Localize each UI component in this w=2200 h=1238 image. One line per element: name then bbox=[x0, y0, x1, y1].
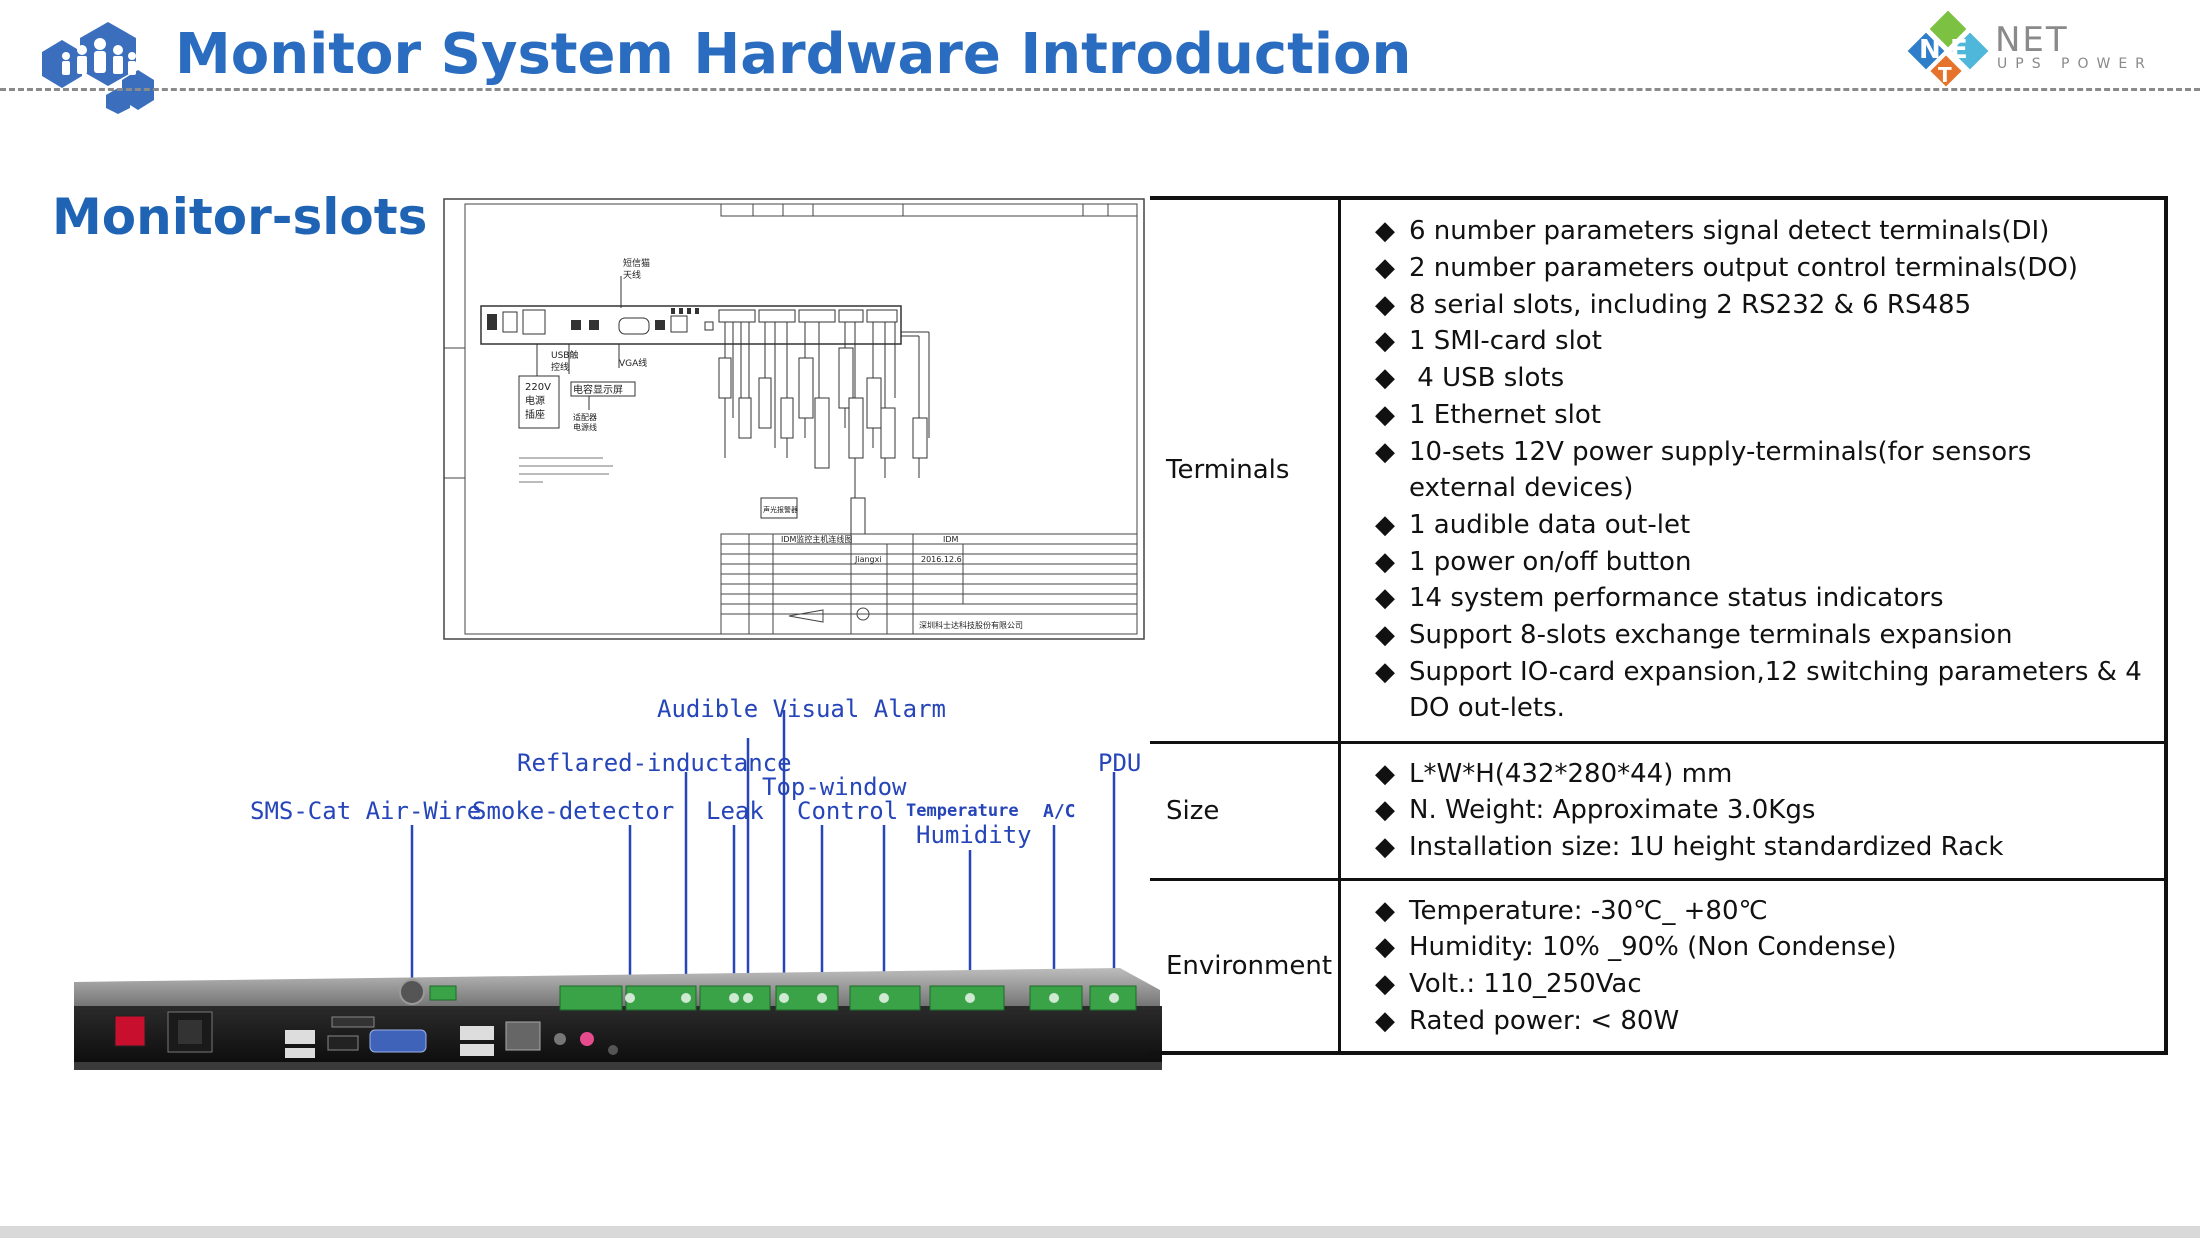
spec-table: Terminals ◆6 number parameters signal de… bbox=[1150, 196, 2168, 1056]
spec-item: ◆8 serial slots, including 2 RS232 & 6 R… bbox=[1341, 287, 2164, 324]
svg-text:控线: 控线 bbox=[551, 361, 569, 373]
diamond-bullet-icon: ◆ bbox=[1375, 1005, 1395, 1036]
spec-category: Environment bbox=[1150, 877, 1341, 1056]
svg-text:USB触: USB触 bbox=[551, 349, 578, 361]
svg-text:深圳科士达科技股份有限公司: 深圳科士达科技股份有限公司 bbox=[919, 620, 1023, 630]
spec-items: ◆Temperature: -30℃_ +80℃ ◆Humidity: 10% … bbox=[1338, 877, 2168, 1056]
label-leak: Leak bbox=[706, 797, 764, 825]
net-brand-logo-icon: N E T bbox=[1907, 10, 1989, 87]
people-hexagon-icon bbox=[42, 22, 154, 114]
page-title: Monitor System Hardware Introduction bbox=[175, 22, 1412, 87]
svg-text:电源: 电源 bbox=[525, 394, 545, 407]
monitor-host-device bbox=[74, 710, 1162, 1070]
label-ac: A/C bbox=[1043, 801, 1076, 822]
spec-item: ◆1 SMI-card slot bbox=[1341, 323, 2164, 360]
svg-text:T: T bbox=[1938, 63, 1952, 87]
diamond-bullet-icon: ◆ bbox=[1375, 895, 1395, 926]
svg-text:短信猫: 短信猫 bbox=[623, 257, 650, 269]
diamond-bullet-icon: ◆ bbox=[1375, 969, 1395, 1000]
svg-text:电容显示屏: 电容显示屏 bbox=[573, 383, 623, 396]
spec-category: Terminals bbox=[1150, 196, 1341, 744]
diamond-bullet-icon: ◆ bbox=[1375, 620, 1395, 651]
label-humidity: Humidity bbox=[916, 821, 1032, 849]
diamond-bullet-icon: ◆ bbox=[1375, 509, 1395, 540]
spec-item: ◆Rated power: < 80W bbox=[1341, 1003, 2164, 1040]
section-title: Monitor-slots bbox=[52, 188, 428, 246]
spec-item: ◆N. Weight: Approximate 3.0Kgs bbox=[1341, 792, 2164, 829]
spec-item: ◆1 audible data out-let bbox=[1341, 507, 2164, 544]
spec-item: ◆10-sets 12V power supply-terminals(for … bbox=[1341, 434, 2164, 507]
svg-text:IDM监控主机连线图: IDM监控主机连线图 bbox=[781, 534, 852, 544]
spec-row-environment: Environment ◆Temperature: -30℃_ +80℃ ◆Hu… bbox=[1150, 877, 2168, 1056]
diamond-bullet-icon: ◆ bbox=[1375, 583, 1395, 614]
svg-text:插座: 插座 bbox=[525, 408, 545, 421]
diamond-bullet-icon: ◆ bbox=[1375, 216, 1395, 247]
diamond-bullet-icon: ◆ bbox=[1375, 399, 1395, 430]
spec-category: Size bbox=[1150, 740, 1341, 881]
svg-text:Jiangxi: Jiangxi bbox=[854, 555, 882, 564]
diamond-bullet-icon: ◆ bbox=[1375, 795, 1395, 826]
diamond-bullet-icon: ◆ bbox=[1375, 656, 1395, 687]
diamond-bullet-icon: ◆ bbox=[1375, 289, 1395, 320]
label-control: Control bbox=[797, 797, 899, 825]
diamond-bullet-icon: ◆ bbox=[1375, 326, 1395, 357]
diamond-bullet-icon: ◆ bbox=[1375, 436, 1395, 467]
header-divider bbox=[0, 88, 2200, 91]
svg-text:声光报警器: 声光报警器 bbox=[763, 505, 798, 514]
label-audible-visual-alarm: Audible Visual Alarm bbox=[657, 695, 946, 723]
spec-item: ◆Humidity: 10% _90% (Non Condense) bbox=[1341, 929, 2164, 966]
label-reflared-inductance: Reflared-inductance bbox=[517, 749, 792, 777]
spec-items: ◆L*W*H(432*280*44) mm ◆N. Weight: Approx… bbox=[1338, 740, 2168, 881]
spec-item: ◆Support 8-slots exchange terminals expa… bbox=[1341, 617, 2164, 654]
diamond-bullet-icon: ◆ bbox=[1375, 363, 1395, 394]
svg-text:E: E bbox=[1950, 35, 1968, 65]
spec-item: ◆6 number parameters signal detect termi… bbox=[1341, 213, 2164, 250]
diamond-bullet-icon: ◆ bbox=[1375, 546, 1395, 577]
diamond-bullet-icon: ◆ bbox=[1375, 758, 1395, 789]
svg-text:IDM: IDM bbox=[943, 535, 959, 544]
brand-name: NET bbox=[1995, 20, 2069, 60]
svg-text:2016.12.6: 2016.12.6 bbox=[921, 555, 962, 564]
label-top-window: Top-window bbox=[762, 773, 907, 801]
label-sms-cat-air-wire: SMS-Cat Air-Wire bbox=[250, 797, 482, 825]
diamond-bullet-icon: ◆ bbox=[1375, 253, 1395, 284]
spec-item: ◆Volt.: 110_250Vac bbox=[1341, 966, 2164, 1003]
label-temperature: Temperature bbox=[906, 801, 1019, 821]
spec-item: ◆14 system performance status indicators bbox=[1341, 580, 2164, 617]
spec-item: ◆1 power on/off button bbox=[1341, 544, 2164, 581]
spec-item: ◆L*W*H(432*280*44) mm bbox=[1341, 756, 2164, 793]
spec-items: ◆6 number parameters signal detect termi… bbox=[1338, 196, 2168, 744]
diamond-bullet-icon: ◆ bbox=[1375, 831, 1395, 862]
svg-text:N: N bbox=[1919, 35, 1941, 65]
svg-text:电源线: 电源线 bbox=[573, 422, 597, 432]
spec-item: ◆ 4 USB slots bbox=[1341, 360, 2164, 397]
spec-item: ◆2 number parameters output control term… bbox=[1341, 250, 2164, 287]
spec-item: ◆1 Ethernet slot bbox=[1341, 397, 2164, 434]
label-pdu: PDU bbox=[1098, 749, 1142, 777]
spec-item: ◆Installation size: 1U height standardiz… bbox=[1341, 829, 2164, 866]
footer-bar bbox=[0, 1226, 2200, 1238]
label-smoke-detector: Smoke-detector bbox=[472, 797, 675, 825]
spec-item: ◆Temperature: -30℃_ +80℃ bbox=[1341, 893, 2164, 930]
spec-row-terminals: Terminals ◆6 number parameters signal de… bbox=[1150, 196, 2168, 744]
spec-row-size: Size ◆L*W*H(432*280*44) mm ◆N. Weight: A… bbox=[1150, 740, 2168, 881]
diamond-bullet-icon: ◆ bbox=[1375, 932, 1395, 963]
svg-text:VGA线: VGA线 bbox=[619, 357, 647, 369]
brand-tagline: UPS POWER bbox=[1997, 56, 2153, 72]
spec-item: ◆Support IO-card expansion,12 switching … bbox=[1341, 654, 2164, 727]
svg-text:适配器: 适配器 bbox=[573, 412, 597, 422]
svg-text:220V: 220V bbox=[525, 382, 551, 393]
svg-text:天线: 天线 bbox=[623, 269, 641, 281]
